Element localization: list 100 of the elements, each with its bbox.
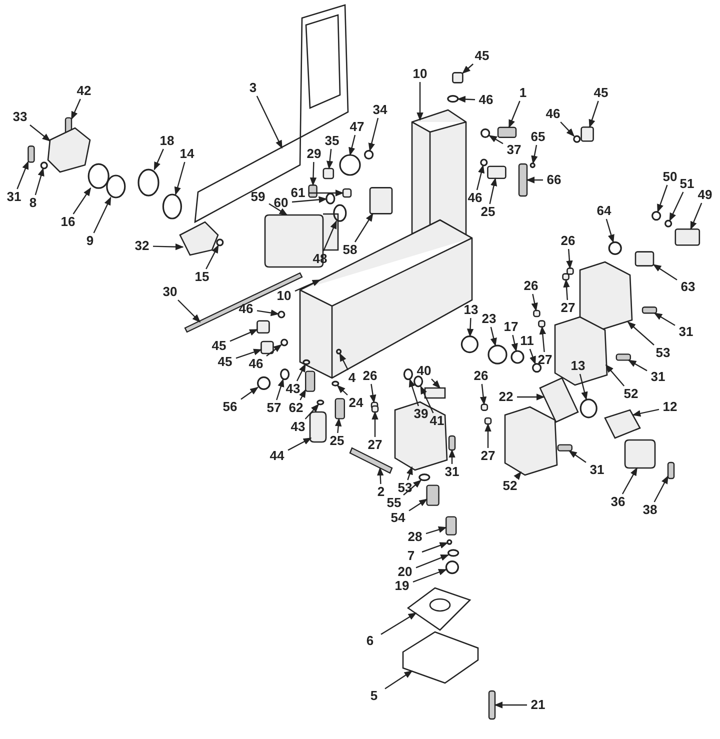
part (624, 439, 656, 469)
leader-line (632, 408, 660, 417)
callout-number: 13 (464, 303, 478, 317)
callout-number: 66 (546, 173, 562, 187)
part (554, 316, 608, 386)
leader-line (657, 184, 668, 213)
part (538, 320, 546, 328)
callout-number: 43 (290, 420, 306, 434)
part (484, 417, 492, 425)
callout-number: 52 (502, 479, 518, 493)
o-ring (88, 163, 110, 189)
callout-number: 40 (416, 364, 432, 378)
o-ring (532, 363, 542, 373)
callout-number: 45 (474, 49, 490, 63)
leader-line (517, 394, 545, 400)
callout-number: 15 (194, 270, 210, 284)
bolt (616, 354, 631, 361)
leader-line (669, 192, 684, 222)
leader-line (476, 164, 485, 190)
leader-line (560, 122, 575, 137)
callout-number: 27 (480, 449, 496, 463)
callout-number: 16 (60, 215, 76, 229)
part (371, 405, 379, 413)
callout-number: 50 (662, 170, 678, 184)
leader-line (266, 344, 282, 356)
leader-line (514, 471, 522, 480)
callout-number: 3 (249, 81, 257, 95)
callout-number: 10 (276, 289, 292, 303)
callout-number: 28 (408, 530, 422, 544)
o-ring (573, 135, 581, 143)
part (604, 409, 641, 439)
o-ring (280, 338, 288, 346)
leader-line (380, 612, 417, 635)
callout-number: 52 (624, 387, 638, 401)
bolt (518, 163, 528, 197)
leader-line (416, 554, 450, 568)
callout-number: 26 (524, 279, 538, 293)
part (424, 387, 446, 399)
leader-line (70, 98, 81, 120)
bolt (426, 484, 440, 506)
callout-number: 53 (656, 346, 670, 360)
bolt (488, 690, 496, 720)
bolt (446, 516, 457, 536)
callout-number: 26 (362, 369, 378, 383)
leader-line (256, 96, 283, 149)
leader-line (292, 196, 328, 203)
callout-number: 58 (342, 243, 358, 257)
callout-number: 31 (590, 463, 604, 477)
o-ring (446, 539, 452, 545)
callout-number: 27 (368, 438, 382, 452)
bolt (667, 462, 675, 480)
o-ring (216, 238, 224, 246)
leader-line (406, 466, 413, 480)
part (634, 251, 654, 266)
callout-number: 45 (212, 339, 226, 353)
callout-number: 56 (222, 400, 238, 414)
leader-line (299, 389, 306, 400)
leader-line (152, 243, 184, 250)
callout-number: 32 (134, 239, 150, 253)
callout-number: 37 (506, 143, 522, 157)
callout-number: 46 (238, 302, 254, 316)
callout-number: 8 (29, 196, 37, 210)
part (487, 166, 506, 180)
leader-line (288, 437, 312, 451)
callout-number: 7 (407, 549, 415, 563)
callout-number: 43 (286, 382, 300, 396)
part (580, 126, 594, 142)
bolt (642, 306, 658, 314)
leader-line (296, 363, 306, 382)
callout-number: 27 (538, 353, 552, 367)
o-ring (448, 549, 460, 557)
leader-line (309, 190, 344, 196)
o-ring (608, 241, 622, 255)
callout-number: 59 (250, 190, 266, 204)
leader-line (484, 423, 492, 448)
callout-number: 57 (266, 401, 282, 415)
leader-line (494, 702, 527, 708)
callout-number: 22 (498, 390, 514, 404)
leader-line (426, 526, 447, 534)
leader-line (334, 418, 342, 434)
o-ring (530, 162, 536, 168)
callout-number: 18 (160, 134, 174, 148)
callout-number: 35 (324, 134, 340, 148)
callout-number: 23 (482, 312, 496, 326)
leader-line (240, 386, 258, 400)
callout-number: 26 (474, 369, 488, 383)
bolt (334, 398, 345, 420)
leader-line (294, 279, 321, 292)
o-ring (138, 168, 160, 196)
callout-number: 41 (430, 414, 444, 428)
callout-number: 51 (680, 177, 694, 191)
bolt (448, 435, 456, 451)
leader-line (489, 178, 498, 204)
callout-number: 47 (350, 120, 364, 134)
part (369, 187, 393, 214)
callout-number: 46 (478, 93, 494, 107)
o-ring (580, 398, 598, 418)
leader-line (372, 411, 378, 437)
callout-number: 45 (594, 86, 608, 100)
leader-line (606, 218, 614, 243)
